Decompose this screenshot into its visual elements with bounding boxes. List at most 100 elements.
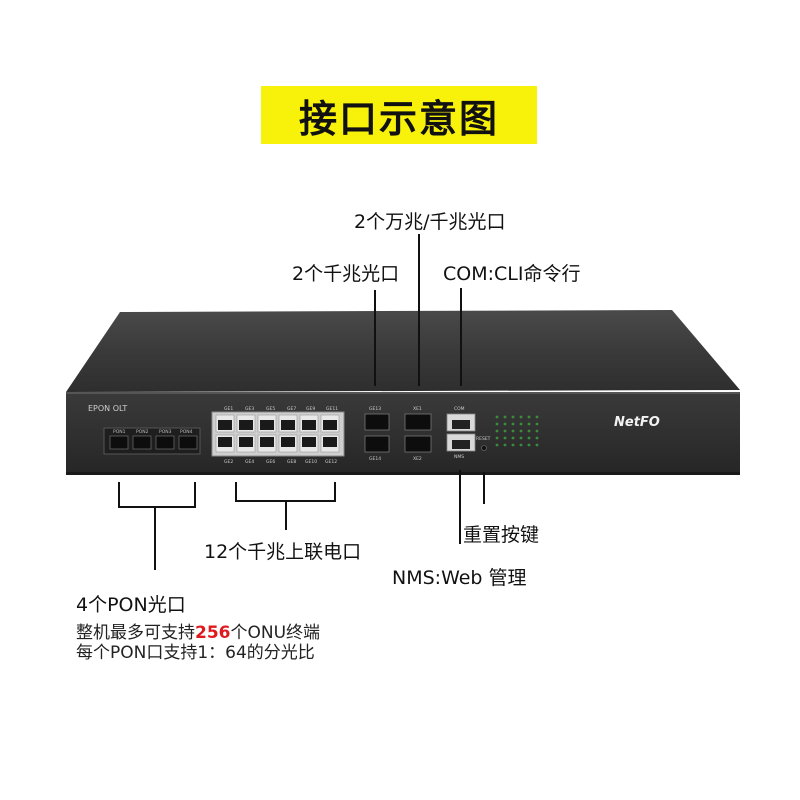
status-led [519,429,523,433]
ge-bottom-labels: GE2 GE4 GE6 GE8 GE10 GE12 [224,459,337,465]
ge-port-label: GE6 [266,459,275,465]
status-led [527,443,531,447]
ge-port-label: GE7 [287,406,296,412]
xe1-sfp-slot [404,413,432,431]
callout-pon: 4个PON光口 [76,594,186,616]
status-led [503,443,507,447]
callout-com: COM:CLI命令行 [443,263,581,285]
ge-port-label: GE5 [266,406,275,412]
ge-port-label: GE11 [326,406,338,412]
status-led [535,429,539,433]
status-led [495,429,499,433]
status-led [511,422,515,426]
rj45-jack-opening [218,437,232,447]
status-led [495,415,499,419]
bracket-ge-right [334,482,336,502]
status-led [527,436,531,440]
ge-port-label: GE4 [245,459,254,465]
pointer-nms [459,470,461,544]
ge-port-label: GE10 [305,459,317,465]
ge-port-label: GE8 [287,459,296,465]
status-led [495,443,499,447]
pon-sfp-slots [109,435,198,450]
note-onu-count: 256 [195,623,231,643]
pointer-reset [483,472,485,504]
status-led [519,422,523,426]
status-led [519,436,523,440]
ge13-sfp-slot [364,413,390,431]
reset-button [481,445,487,451]
rj45-jack-opening [323,420,337,430]
ge13-label: GE13 [369,406,381,412]
status-led [495,436,499,440]
status-led [519,443,523,447]
callout-xe-ports: 2个万兆/千兆光口 [354,211,506,233]
ge-rj45-jacks [215,414,340,453]
pon-port-labels: PON1 PON2 PON3 PON4 [113,429,193,435]
status-led [511,443,515,447]
status-led [535,415,539,419]
note-onu-suffix: 个ONU终端 [230,623,321,643]
status-led [511,436,515,440]
xe2-label: XE2 [413,456,422,462]
status-led [503,422,507,426]
pointer-xe-ports [418,234,420,386]
rj45-jack-opening [239,420,253,430]
status-led [527,422,531,426]
status-led [511,415,515,419]
ge-port-label: GE1 [224,406,233,412]
ge14-sfp-slot [364,435,390,453]
pointer-com [460,288,462,386]
model-label: EPON OLT [88,404,127,413]
bracket-pon-right [194,482,196,508]
xe2-sfp-slot [404,435,432,453]
com-label: COM [454,406,465,412]
pon-port-label: PON2 [136,429,149,435]
callout-nms: NMS:Web 管理 [392,567,527,589]
nms-label: NMS [454,454,464,460]
bracket-ge-left [235,482,237,502]
ge-top-labels: GE1 GE3 GE5 GE7 GE9 GE11 [224,406,338,412]
ge-port-label: GE3 [245,406,254,412]
callout-ge-optical: 2个千兆光口 [292,263,400,285]
callout-reset: 重置按键 [463,524,540,546]
callout-ge-electrical: 12个千兆上联电口 [204,541,362,563]
page-title: 接口示意图 [298,96,499,141]
status-led [535,422,539,426]
ge14-label: GE14 [369,456,381,462]
status-led [503,429,507,433]
pon-port-label: PON3 [159,429,172,435]
bracket-pon-left [118,482,120,508]
status-led [495,422,499,426]
ge-port-label: GE9 [306,406,315,412]
rj45-jack-opening [239,437,253,447]
note-split-ratio: 每个PON口支持1：64的分光比 [76,643,315,663]
note-onu-prefix: 整机最多可支持 [76,623,195,643]
xe1-label: XE1 [413,406,422,412]
rj45-jack-opening [281,437,295,447]
rj45-jack-opening [302,437,316,447]
status-led [527,429,531,433]
status-led [503,415,507,419]
note-onu-capacity: 整机最多可支持256个ONU终端 [76,618,320,643]
status-led [503,436,507,440]
pon-port-label: PON1 [113,429,126,435]
rj45-jack-opening [260,437,274,447]
status-led [535,443,539,447]
status-led [511,429,515,433]
brand-logo: NetFO [614,415,660,430]
status-led [535,436,539,440]
pointer-ge-optical [374,290,376,386]
reset-label: RESET [476,436,491,442]
rj45-jack-opening [218,420,232,430]
status-led-matrix [495,415,539,447]
chassis-top [66,310,740,392]
rj45-jack-opening [302,420,316,430]
title-banner: 接口示意图 [261,86,537,144]
pointer-pon [154,506,156,570]
ge-port-label: GE2 [224,459,233,465]
status-led [519,415,523,419]
pointer-ge-electrical [285,500,287,530]
rj45-jack-opening [260,420,274,430]
